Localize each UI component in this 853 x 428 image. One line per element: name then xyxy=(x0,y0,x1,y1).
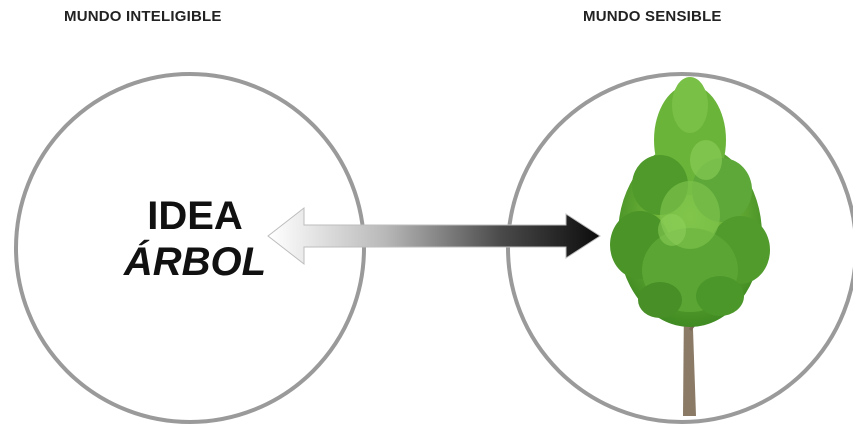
idea-label: IDEA xyxy=(147,194,243,238)
heading-mundo-sensible: MUNDO SENSIBLE xyxy=(583,8,722,25)
double-arrow-icon xyxy=(267,206,601,266)
heading-mundo-inteligible: MUNDO INTELIGIBLE xyxy=(64,8,222,25)
tree-icon xyxy=(610,77,770,416)
arbol-label: ÁRBOL xyxy=(123,240,267,284)
circle-mundo-inteligible xyxy=(14,72,366,424)
